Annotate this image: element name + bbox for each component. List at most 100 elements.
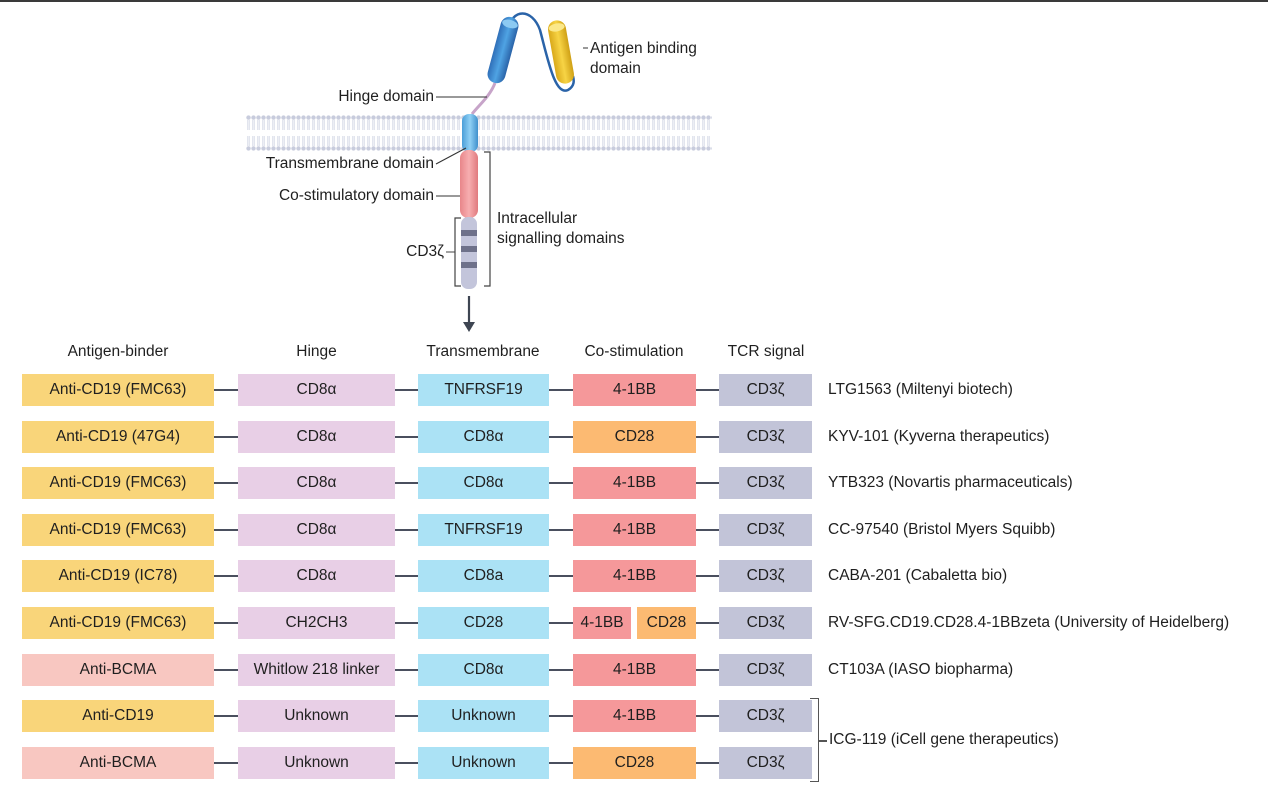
antigen-binder-cell: Anti-CD19 (47G4) bbox=[22, 421, 214, 453]
connector bbox=[214, 715, 238, 717]
label-costimulatory: Co-stimulatory domain bbox=[278, 187, 434, 204]
tcr-signal-cell: CD3ζ bbox=[719, 607, 812, 639]
connector bbox=[214, 389, 238, 391]
connector bbox=[549, 715, 573, 717]
connector bbox=[696, 715, 719, 717]
product-name: LTG1563 (Miltenyi biotech) bbox=[828, 381, 1013, 398]
connector bbox=[696, 762, 719, 764]
antigen-binder-cell: Anti-BCMA bbox=[22, 747, 214, 779]
connector bbox=[214, 436, 238, 438]
connector bbox=[549, 669, 573, 671]
hinge-cell: Unknown bbox=[238, 747, 395, 779]
connector bbox=[395, 669, 418, 671]
hinge-cell: CD8α bbox=[238, 421, 395, 453]
transmembrane-segment bbox=[462, 114, 478, 152]
connector bbox=[549, 575, 573, 577]
hinge-cell: Whitlow 218 linker bbox=[238, 654, 395, 686]
transmembrane-cell: CD8α bbox=[418, 421, 549, 453]
car-schematic bbox=[246, 12, 712, 332]
costimulation-cell: 4-1BB bbox=[573, 607, 631, 639]
hinge-cell: CD8α bbox=[238, 467, 395, 499]
cd3z-segment bbox=[461, 217, 477, 289]
hinge-cell: CH2CH3 bbox=[238, 607, 395, 639]
label-intracellular-2: signalling domains bbox=[497, 230, 625, 247]
label-antigen-binding-1: Antigen binding bbox=[590, 40, 697, 57]
connector bbox=[696, 575, 719, 577]
cell-membrane bbox=[246, 115, 712, 151]
connector bbox=[214, 575, 238, 577]
connector bbox=[696, 622, 719, 624]
costimulation-cell: CD28 bbox=[573, 421, 696, 453]
costimulation-cell: 4-1BB bbox=[573, 700, 696, 732]
product-name: YTB323 (Novartis pharmaceuticals) bbox=[828, 474, 1073, 491]
tcr-signal-cell: CD3ζ bbox=[719, 560, 812, 592]
hinge-cell: CD8α bbox=[238, 560, 395, 592]
costimulation-cell: 4-1BB bbox=[573, 514, 696, 546]
connector bbox=[395, 389, 418, 391]
tcr-signal-cell: CD3ζ bbox=[719, 654, 812, 686]
connector bbox=[395, 622, 418, 624]
connector bbox=[696, 482, 719, 484]
label-hinge: Hinge domain bbox=[338, 88, 434, 105]
tcr-signal-cell: CD3ζ bbox=[719, 700, 812, 732]
connector bbox=[549, 389, 573, 391]
tcr-signal-cell: CD3ζ bbox=[719, 374, 812, 406]
product-name: CABA-201 (Cabaletta bio) bbox=[828, 567, 1008, 584]
header-costimulation: Co-stimulation bbox=[584, 343, 684, 360]
product-name: CC-97540 (Bristol Myers Squibb) bbox=[828, 521, 1056, 538]
antigen-binder-cell: Anti-CD19 (FMC63) bbox=[22, 374, 214, 406]
connector bbox=[549, 762, 573, 764]
connector bbox=[696, 436, 719, 438]
connector bbox=[696, 529, 719, 531]
top-rule bbox=[0, 0, 1268, 2]
tcr-signal-cell: CD3ζ bbox=[719, 747, 812, 779]
vh-domain-cylinder bbox=[487, 16, 519, 84]
label-cd3z: CD3ζ bbox=[406, 243, 444, 260]
connector bbox=[696, 669, 719, 671]
connector bbox=[395, 715, 418, 717]
costimulation-cell: CD28 bbox=[573, 747, 696, 779]
connector bbox=[549, 529, 573, 531]
costimulation-cell: 4-1BB bbox=[573, 374, 696, 406]
tcr-signal-cell: CD3ζ bbox=[719, 467, 812, 499]
transmembrane-cell: TNFRSF19 bbox=[418, 514, 549, 546]
antigen-binder-cell: Anti-BCMA bbox=[22, 654, 214, 686]
antigen-binder-cell: Anti-CD19 bbox=[22, 700, 214, 732]
bracket-intracellular bbox=[484, 151, 491, 287]
hinge-cell: CD8α bbox=[238, 374, 395, 406]
connector bbox=[549, 436, 573, 438]
header-antigen-binder: Antigen-binder bbox=[67, 343, 169, 360]
antigen-binder-cell: Anti-CD19 (FMC63) bbox=[22, 467, 214, 499]
transmembrane-cell: CD8α bbox=[418, 654, 549, 686]
antigen-binder-cell: Anti-CD19 (FMC63) bbox=[22, 514, 214, 546]
costimulation-cell: 4-1BB bbox=[573, 467, 696, 499]
antigen-binder-cell: Anti-CD19 (IC78) bbox=[22, 560, 214, 592]
antigen-binder-cell: Anti-CD19 (FMC63) bbox=[22, 607, 214, 639]
product-name: RV-SFG.CD19.CD28.4-1BBzeta (University o… bbox=[828, 614, 1230, 631]
connector bbox=[214, 669, 238, 671]
connector bbox=[214, 622, 238, 624]
transmembrane-cell: Unknown bbox=[418, 700, 549, 732]
transmembrane-cell: TNFRSF19 bbox=[418, 374, 549, 406]
tcr-signal-cell: CD3ζ bbox=[719, 421, 812, 453]
bracket-cd3z bbox=[454, 217, 461, 287]
connector bbox=[395, 436, 418, 438]
group-bracket-tick bbox=[819, 740, 827, 742]
label-intracellular-1: Intracellular bbox=[497, 210, 578, 227]
transmembrane-cell: Unknown bbox=[418, 747, 549, 779]
connector bbox=[696, 389, 719, 391]
costimulation-cell: CD28 bbox=[637, 607, 696, 639]
connector bbox=[395, 575, 418, 577]
transmembrane-cell: CD8a bbox=[418, 560, 549, 592]
transmembrane-cell: CD8α bbox=[418, 467, 549, 499]
product-icg-119: ICG-119 (iCell gene therapeutics) bbox=[829, 731, 1059, 748]
costimulation-cell: 4-1BB bbox=[573, 654, 696, 686]
transmembrane-cell: CD28 bbox=[418, 607, 549, 639]
product-name: KYV-101 (Kyverna therapeutics) bbox=[828, 428, 1050, 445]
connector bbox=[395, 529, 418, 531]
hinge-linker bbox=[470, 82, 497, 115]
connector bbox=[395, 762, 418, 764]
connector bbox=[214, 529, 238, 531]
hinge-cell: CD8α bbox=[238, 514, 395, 546]
costimulatory-segment bbox=[460, 150, 478, 218]
